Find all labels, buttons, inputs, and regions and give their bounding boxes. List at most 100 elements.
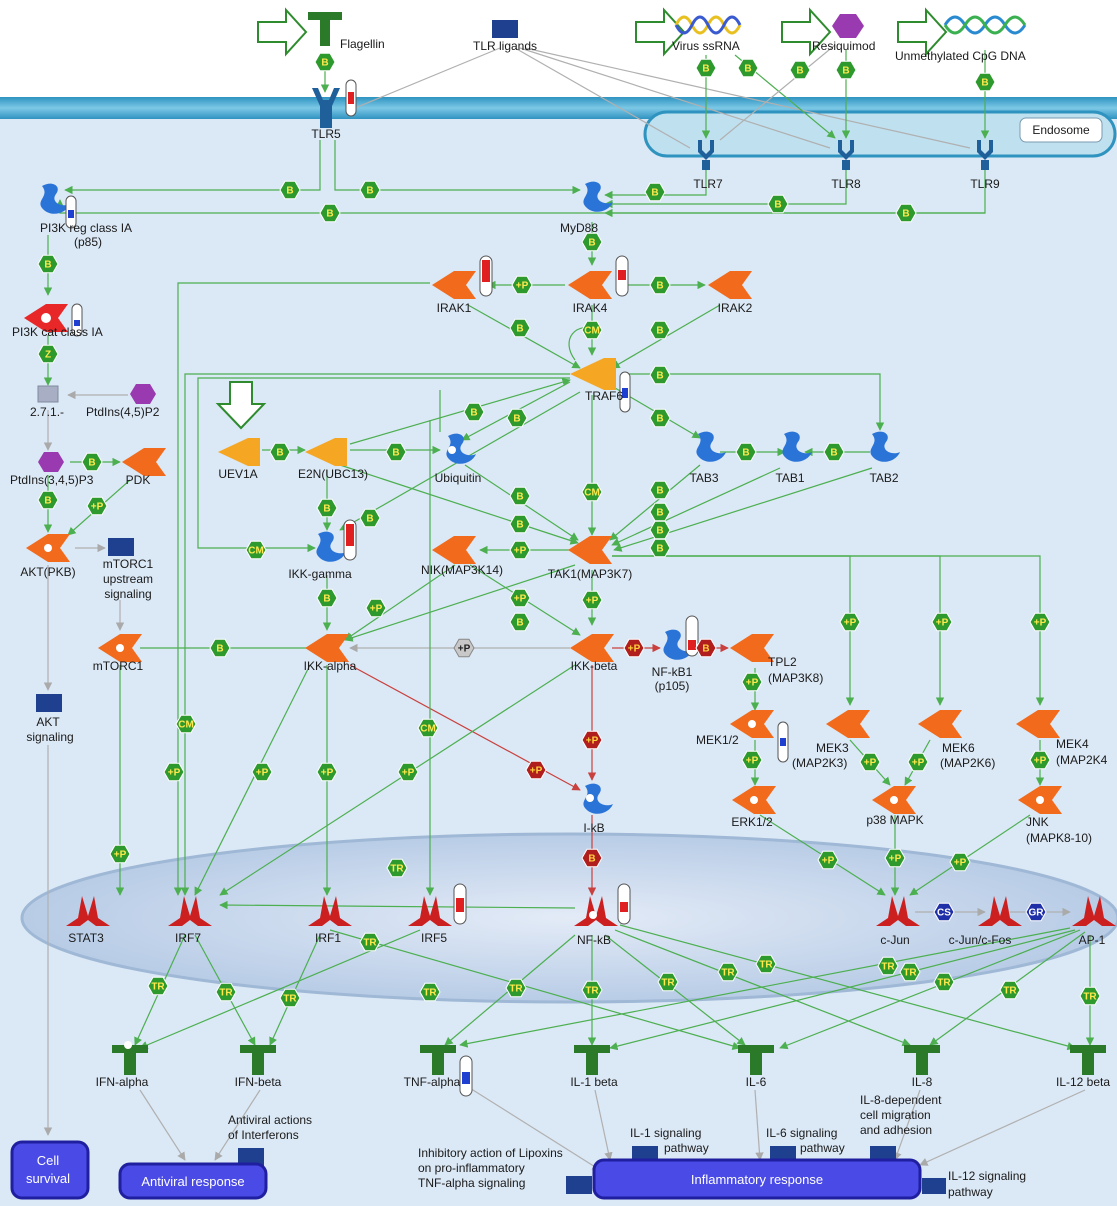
interaction-badge-transcription[interactable]: TR xyxy=(147,976,169,996)
ptdins45p2-node[interactable]: PtdIns(4,5)P2 xyxy=(86,384,160,419)
interaction-badge-phosphorylation[interactable]: +P xyxy=(525,760,547,780)
mtorc1-upstream-node[interactable]: mTORC1 upstream signaling xyxy=(103,538,154,601)
pi3k-reg-node[interactable]: PI3K reg class IA (p85) xyxy=(40,183,132,249)
interaction-badge-phosphorylation[interactable]: +P xyxy=(251,762,273,782)
interaction-badge-phosphorylation[interactable]: +P xyxy=(509,588,531,608)
interaction-badge-phosphorylation[interactable]: +P xyxy=(741,672,763,692)
interaction-badge-binding[interactable]: B xyxy=(735,442,757,462)
inflammatory-response-outcome[interactable]: Inflammatory response xyxy=(592,1158,922,1200)
interaction-badge-phosphorylation[interactable]: +P xyxy=(1029,612,1051,632)
interaction-badge-binding[interactable]: B xyxy=(463,402,485,422)
interaction-badge-cleavage[interactable]: CM xyxy=(417,718,439,738)
tpl2-node[interactable]: TPL2 (MAP3K8) xyxy=(730,634,823,685)
interaction-badge-binding[interactable]: B xyxy=(385,442,407,462)
interaction-badge-binding[interactable]: B xyxy=(649,520,671,540)
ikk-beta-node[interactable]: IKK-beta xyxy=(570,634,618,673)
ubiquitin-node[interactable]: Ubiquitin xyxy=(435,433,482,485)
il8-dependent-note[interactable]: IL-8-dependent cell migration and adhesi… xyxy=(860,1093,942,1162)
interaction-badge-binding[interactable]: B xyxy=(649,275,671,295)
interaction-badge-binding[interactable]: B xyxy=(895,203,917,223)
interaction-badge-phosphorylation[interactable]: +P xyxy=(884,848,906,868)
cjun-node[interactable]: c-Jun xyxy=(876,896,920,947)
interaction-badge-binding[interactable]: B xyxy=(314,52,336,72)
ap1-node[interactable]: AP-1 xyxy=(1072,896,1116,947)
interaction-badge-binding[interactable]: B xyxy=(37,490,59,510)
tlr8-node[interactable]: TLR8 xyxy=(831,140,861,191)
tlr7-node[interactable]: TLR7 xyxy=(693,140,723,191)
interaction-badge-binding[interactable]: B xyxy=(644,182,666,202)
antiviral-actions-note[interactable]: Antiviral actions of Interferons xyxy=(228,1113,312,1166)
ikk-alpha-node[interactable]: IKK-alpha xyxy=(304,634,357,673)
interaction-badge-transcription[interactable]: TR xyxy=(279,988,301,1008)
il12-node[interactable]: IL-12 beta xyxy=(1056,1045,1110,1089)
interaction-badge-phosphorylation[interactable]: +P xyxy=(365,598,387,618)
interaction-badge-cleavage[interactable]: CM xyxy=(245,540,267,560)
interaction-badge-binding[interactable]: B xyxy=(37,254,59,274)
pi3k-cat-node[interactable]: PI3K cat class IA xyxy=(12,303,103,339)
nfkb1-node[interactable]: NF-kB1 (p105) xyxy=(652,615,699,693)
interaction-badge-phosphorylation[interactable]: +P xyxy=(86,496,108,516)
irak4-node[interactable]: IRAK4 xyxy=(568,255,629,315)
virus-ssrna-node[interactable]: Virus ssRNA xyxy=(672,15,742,53)
interaction-badge-transcription[interactable]: TR xyxy=(933,972,955,992)
interaction-badge-binding[interactable]: B xyxy=(695,58,717,78)
mek3-node[interactable]: MEK3 (MAP2K3) xyxy=(792,710,870,770)
interaction-badge-transcription[interactable]: TR xyxy=(419,982,441,1002)
myd88-node[interactable]: MyD88 xyxy=(560,181,613,235)
ptdins345p3-node[interactable]: PtdIns(3,4,5)P3 xyxy=(10,452,94,487)
interaction-badge-cleavage[interactable]: CM xyxy=(581,320,603,340)
interaction-badge-transcription[interactable]: TR xyxy=(505,978,527,998)
mtorc1-node[interactable]: mTORC1 xyxy=(93,634,144,673)
interaction-badge-phosphorylation[interactable]: +P xyxy=(109,844,131,864)
interaction-badge-binding[interactable]: B xyxy=(269,442,291,462)
tab1-node[interactable]: TAB1 xyxy=(775,431,812,485)
interaction-badge-binding[interactable]: B xyxy=(81,452,103,472)
interaction-badge-binding[interactable]: B xyxy=(319,203,341,223)
interaction-badge-binding[interactable]: B xyxy=(209,638,231,658)
irf7-node[interactable]: IRF7 xyxy=(168,896,212,945)
stat3-node[interactable]: STAT3 xyxy=(66,896,110,945)
tlr9-node[interactable]: TLR9 xyxy=(970,140,1000,191)
traf6-node[interactable]: TRAF6 xyxy=(570,358,631,413)
cpg-dna-node[interactable]: Unmethylated CpG DNA xyxy=(895,15,1027,63)
antiviral-response-outcome[interactable]: Antiviral response xyxy=(118,1162,268,1200)
ifn-beta-node[interactable]: IFN-beta xyxy=(235,1045,282,1089)
interaction-badge-phosphorylation[interactable]: +P xyxy=(931,612,953,632)
tnf-alpha-node[interactable]: TNF-alpha xyxy=(404,1045,473,1097)
interaction-badge-binding[interactable]: B xyxy=(649,538,671,558)
erk12-node[interactable]: ERK1/2 xyxy=(731,786,776,829)
irak1-node[interactable]: IRAK1 xyxy=(432,255,493,315)
interaction-badge-transcription[interactable]: TR xyxy=(877,956,899,976)
interaction-badge-binding[interactable]: B xyxy=(316,588,338,608)
interaction-badge-binding[interactable]: B xyxy=(695,638,717,658)
interaction-badge-binding[interactable]: B xyxy=(581,232,603,252)
mek6-node[interactable]: MEK6 (MAP2K6) xyxy=(918,710,995,770)
mek12-node[interactable]: MEK1/2 xyxy=(696,710,789,763)
mek4-node[interactable]: MEK4 (MAP2K4 xyxy=(1016,710,1108,767)
interaction-badge-transcription[interactable]: TR xyxy=(717,962,739,982)
interaction-badge-transcription[interactable]: TR xyxy=(386,858,408,878)
nfkb-node[interactable]: NF-kB xyxy=(574,883,631,947)
nik-node[interactable]: NIK(MAP3K14) xyxy=(421,536,503,577)
akt-node[interactable]: AKT(PKB) xyxy=(20,534,76,579)
interaction-badge-binding[interactable]: B xyxy=(649,408,671,428)
interaction-badge-binding[interactable]: B xyxy=(359,180,381,200)
interaction-badge-transcription[interactable]: TR xyxy=(755,954,777,974)
irak2-node[interactable]: IRAK2 xyxy=(708,271,753,315)
lipoxins-note[interactable]: Inhibitory action of Lipoxins on pro-inf… xyxy=(418,1146,592,1194)
il8-node[interactable]: IL-8 xyxy=(904,1045,940,1089)
interaction-badge-transcription[interactable]: TR xyxy=(999,980,1021,1000)
tak1-node[interactable]: TAK1(MAP3K7) xyxy=(548,536,632,581)
il1-beta-node[interactable]: IL-1 beta xyxy=(570,1045,618,1089)
pdk-node[interactable]: PDK xyxy=(122,448,166,487)
flagellin-node[interactable]: Flagellin xyxy=(308,12,385,51)
interaction-badge-binding[interactable]: B xyxy=(509,514,531,534)
interaction-badge-binding[interactable]: B xyxy=(279,180,301,200)
interaction-badge-phosphorylation[interactable]: +P xyxy=(163,762,185,782)
interaction-badge-binding[interactable]: B xyxy=(789,60,811,80)
interaction-badge-group[interactable]: GR xyxy=(1025,902,1047,922)
tlr-ligands-node[interactable]: TLR ligands xyxy=(473,20,537,53)
interaction-badge-phosphorylation[interactable]: +P xyxy=(581,730,603,750)
p38-node[interactable]: p38 MAPK xyxy=(866,786,924,827)
e2n-node[interactable]: E2N(UBC13) xyxy=(298,438,368,481)
